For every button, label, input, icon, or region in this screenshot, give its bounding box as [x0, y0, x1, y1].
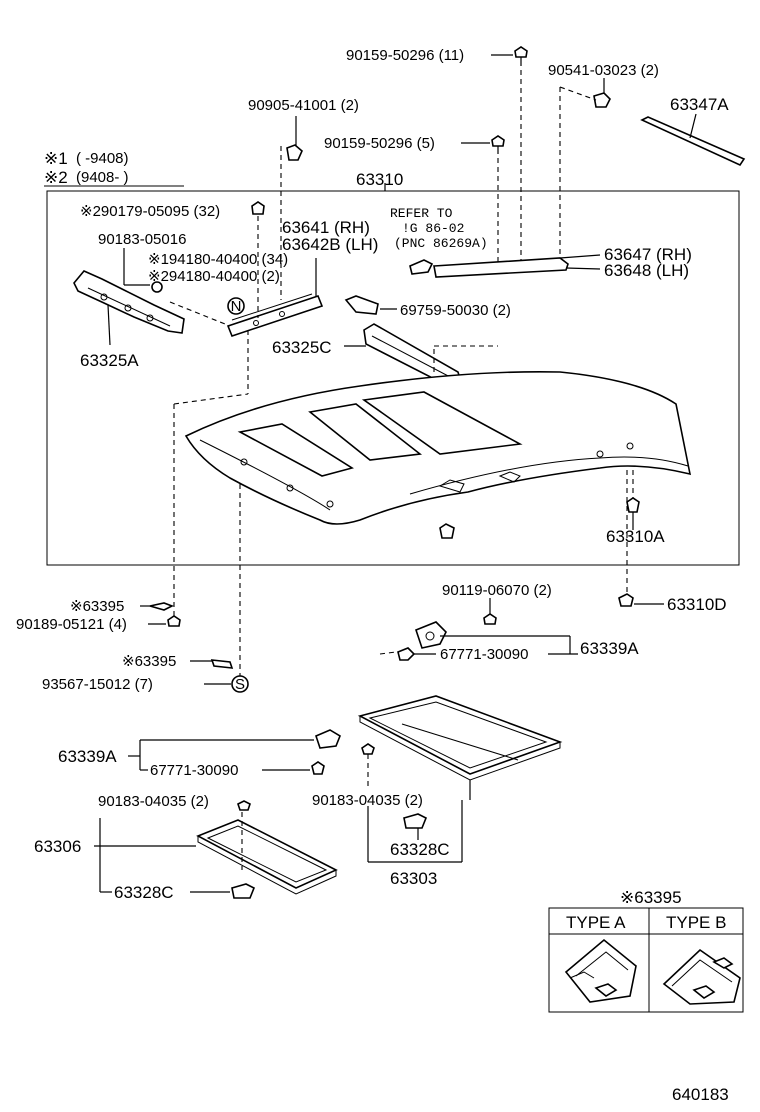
label-refer-3: (PNC 86269A): [394, 236, 488, 251]
legend-note1-mark: ※1: [44, 149, 68, 168]
legend-note1-range: ( -9408): [76, 150, 129, 167]
headliner-63310: [184, 370, 692, 525]
label-67771-30090-a: 67771-30090: [440, 646, 528, 663]
legend-note2-range: (9408- ): [76, 169, 129, 186]
type-a-clip: [564, 938, 637, 1003]
label-63310A: 63310A: [606, 527, 665, 546]
label-90541-03023: 90541-03023 (2): [548, 62, 659, 79]
type-box-title: ※63395: [620, 888, 682, 907]
label-63395-a: ※63395: [70, 598, 124, 615]
clip-63395-a: [140, 602, 174, 611]
label-63648: 63648 (LH): [604, 261, 689, 280]
clip-63395-b: [190, 659, 234, 669]
type-b-label: TYPE B: [666, 913, 726, 932]
label-69759-50030: 69759-50030 (2): [400, 302, 511, 319]
type-box: [548, 907, 744, 1013]
label-63642B: 63642B (LH): [282, 235, 378, 254]
bracket-63641: [226, 258, 324, 337]
rail-63325A: [73, 270, 185, 346]
part-labels: 90159-50296 (11) 90541-03023 (2) 63347A …: [16, 47, 729, 1104]
label-63395-b: ※63395: [122, 653, 176, 670]
label-63647: 63647 (RH): [604, 245, 692, 264]
label-90159-50296-11: 90159-50296 (11): [346, 47, 464, 64]
moulding-63347A: [640, 113, 746, 167]
label-63339A-a: 63339A: [580, 639, 639, 658]
clip-90159-5: [461, 135, 505, 264]
label-90183-04035-b: 90183-04035 (2): [312, 792, 423, 809]
label-90159-50296-5: 90159-50296 (5): [324, 135, 435, 152]
label-refer-1: REFER TO: [390, 206, 453, 221]
svg-text:S: S: [235, 676, 245, 693]
clip-90183-05016: [123, 248, 163, 293]
clip-90189: [148, 615, 181, 627]
label-90905-41001: 90905-41001 (2): [248, 97, 359, 114]
clip-90905: [280, 116, 303, 300]
clip-90179: [251, 201, 265, 318]
symbol-N: N: [227, 297, 245, 315]
clip-under-headliner: [439, 523, 455, 539]
sunshade-63303: [357, 695, 563, 863]
label-refer-2: !G 86-02: [402, 221, 464, 236]
label-90183-05016: 90183-05016: [98, 231, 186, 248]
label-63310D: 63310D: [667, 595, 727, 614]
label-90189-05121: 90189-05121 (4): [16, 616, 127, 633]
label-63339A-b: 63339A: [58, 747, 117, 766]
label-63325A: 63325A: [80, 351, 139, 370]
label-63641: 63641 (RH): [282, 218, 370, 237]
label-63328C-b: 63328C: [114, 883, 174, 902]
label-63325C: 63325C: [272, 338, 332, 357]
legend-note2-mark: ※2: [44, 168, 68, 187]
label-93567-15012: 93567-15012 (7): [42, 676, 153, 693]
sunshade-63306: [94, 800, 338, 899]
clip-refer-86269A: [409, 259, 434, 275]
label-90119-06070: 90119-06070 (2): [442, 582, 552, 599]
symbol-S: S: [204, 675, 249, 693]
clip-63310A: [626, 470, 640, 530]
type-a-label: TYPE A: [566, 913, 626, 932]
label-63347A: 63347A: [670, 95, 729, 114]
label-90179-05095: ※290179-05095 (32): [80, 203, 220, 220]
label-63306: 63306: [34, 837, 81, 856]
label-67771-30090-b: 67771-30090: [150, 762, 238, 779]
clip-90541: [559, 78, 611, 258]
label-94180-40400-34: ※194180-40400 (34): [148, 251, 288, 268]
svg-text:N: N: [231, 298, 242, 315]
legend: ※1 ( -9408) ※2 (9408- ): [44, 149, 184, 187]
label-63328C-a: 63328C: [390, 840, 450, 859]
holder-63339A-b: [128, 729, 341, 775]
clip-69759: [344, 295, 397, 315]
label-63303: 63303: [390, 869, 437, 888]
label-94180-40400-2: ※294180-40400 (2): [148, 268, 280, 285]
headlining-group-frame: [46, 190, 740, 566]
clip-top-90159-11: [491, 46, 528, 261]
holder-63339A-a: [379, 621, 578, 661]
type-b-clip: [662, 948, 741, 1005]
screw-90119: [483, 598, 497, 625]
label-63310: 63310: [356, 170, 403, 189]
label-90183-04035-a: 90183-04035 (2): [98, 793, 209, 810]
moulding-63647: [433, 254, 601, 278]
clip-63310D: [618, 593, 664, 607]
figure-number: 640183: [672, 1085, 729, 1104]
